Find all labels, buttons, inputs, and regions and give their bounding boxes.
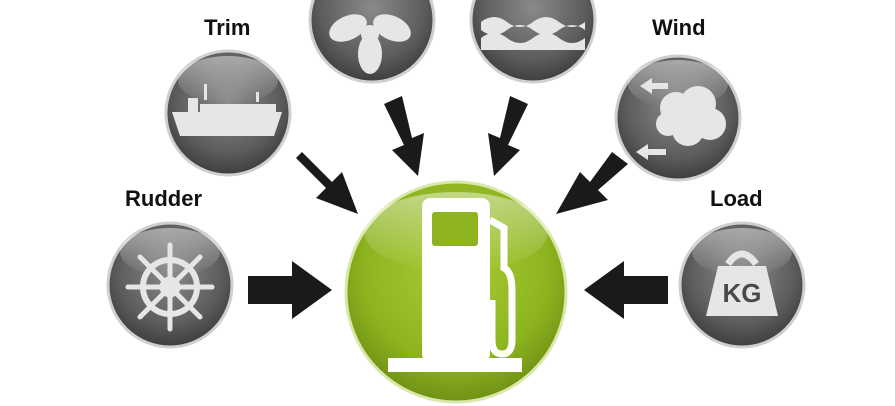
trim-circle	[164, 49, 292, 177]
propeller-icon	[329, 14, 411, 74]
wind-circle	[614, 54, 742, 182]
label-load: Load	[710, 186, 763, 211]
label-wind: Wind	[652, 15, 706, 40]
ship-wheel-icon	[125, 242, 215, 332]
label-rudder: Rudder	[125, 186, 202, 211]
arrow-propeller	[384, 96, 424, 176]
arrow-waves	[488, 96, 528, 176]
waves-icon	[481, 17, 585, 50]
arrow-wind	[556, 152, 628, 214]
kettlebell-weight-icon: KG	[706, 250, 778, 316]
propeller-circle	[308, 0, 436, 84]
weight-text: KG	[723, 278, 762, 308]
fuel-pump-icon	[388, 198, 522, 372]
arrow-trim	[284, 152, 358, 214]
arrow-load	[584, 261, 668, 319]
wind-cloud-icon	[636, 78, 726, 160]
label-trim: Trim	[204, 15, 250, 40]
arrow-rudder	[248, 261, 332, 319]
cargo-ship-icon	[172, 84, 282, 136]
arrows	[248, 96, 668, 319]
rudder-circle	[106, 221, 234, 349]
center-fuel-circle	[344, 180, 568, 404]
load-circle: KG	[678, 221, 806, 349]
waves-circle	[469, 0, 597, 84]
